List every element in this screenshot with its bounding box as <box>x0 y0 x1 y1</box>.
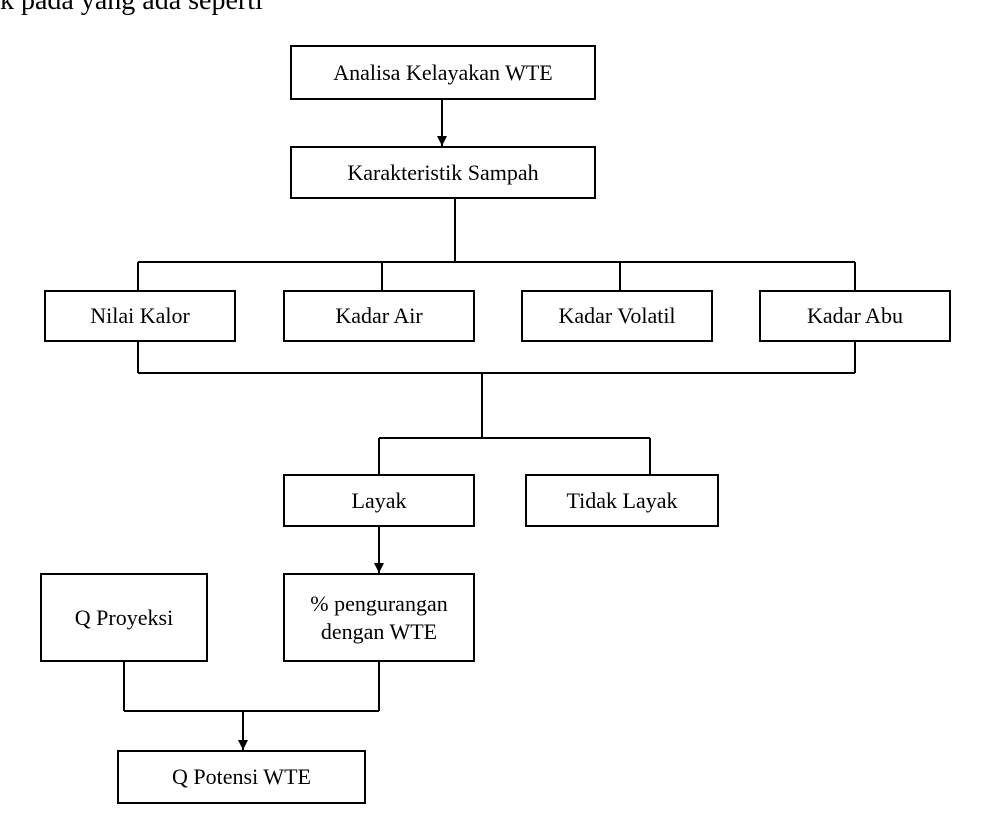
node-kadar-volatil: Kadar Volatil <box>521 290 713 342</box>
node-tidak-layak: Tidak Layak <box>525 474 719 527</box>
cropped-page-text: k pada yang ada seperti <box>0 0 263 16</box>
connector-karakteristik-to-parameters <box>137 199 856 290</box>
node-karakteristik-sampah: Karakteristik Sampah <box>290 146 596 199</box>
node-q-proyeksi: Q Proyeksi <box>40 573 208 662</box>
connector-merge-to-potensi <box>123 662 380 712</box>
node-q-potensi-wte: Q Potensi WTE <box>117 750 366 804</box>
node-pengurangan-dengan-wte: % pengurangan dengan WTE <box>283 573 475 662</box>
node-kadar-air: Kadar Air <box>283 290 475 342</box>
node-kadar-abu: Kadar Abu <box>759 290 951 342</box>
node-layak: Layak <box>283 474 475 527</box>
connector-parameters-to-decision <box>137 342 856 474</box>
node-nilai-kalor: Nilai Kalor <box>44 290 236 342</box>
node-analisa-kelayakan-wte: Analisa Kelayakan WTE <box>290 45 596 100</box>
